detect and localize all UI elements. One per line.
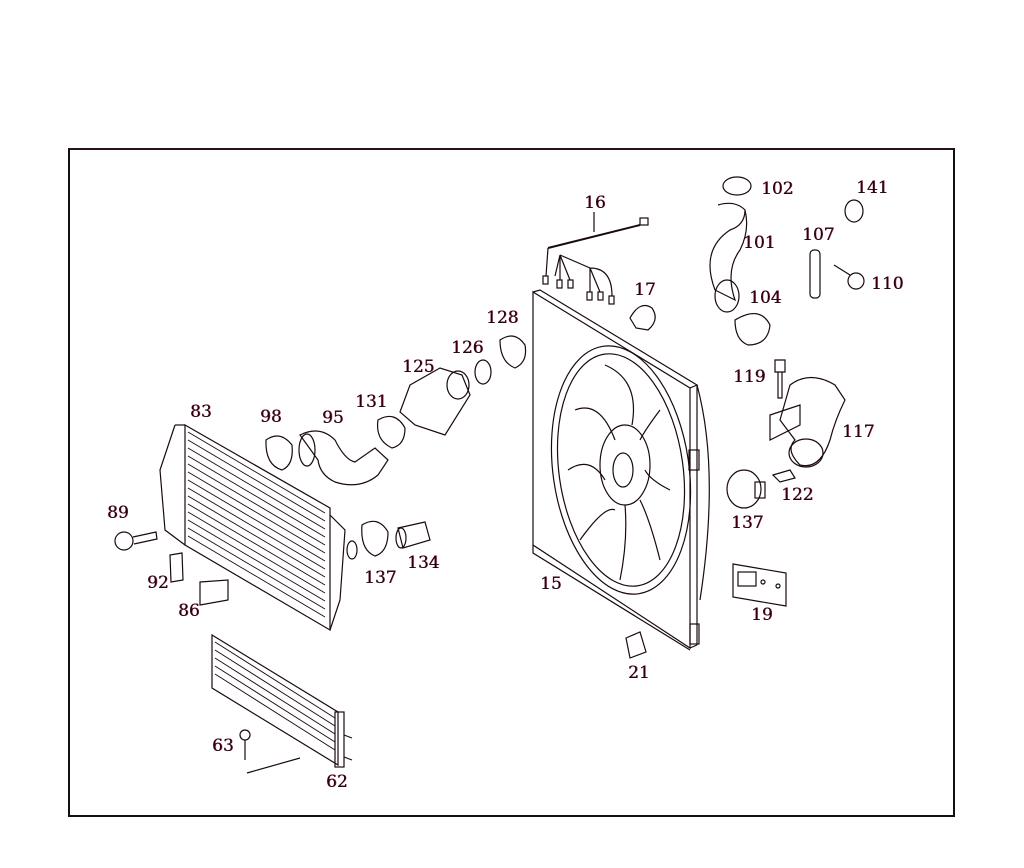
part-label-137-left[interactable]: 137 xyxy=(364,568,397,588)
hose-icon xyxy=(709,202,748,302)
part-label-104[interactable]: 104 xyxy=(749,288,782,308)
part-label-141[interactable]: 141 xyxy=(856,178,889,198)
part-label-21[interactable]: 21 xyxy=(628,663,650,683)
part-label-63[interactable]: 63 xyxy=(212,736,234,756)
part-label-131[interactable]: 131 xyxy=(355,392,388,412)
wiring-harness-icon xyxy=(542,212,649,305)
part-label-107[interactable]: 107 xyxy=(802,225,835,245)
part-label-86[interactable]: 86 xyxy=(178,601,200,621)
oil-cooler-icon xyxy=(211,633,353,768)
part-label-98[interactable]: 98 xyxy=(260,407,282,427)
part-label-117[interactable]: 117 xyxy=(842,422,875,442)
part-label-101[interactable]: 101 xyxy=(743,233,776,253)
part-label-119[interactable]: 119 xyxy=(733,367,766,387)
charge-hose-icon xyxy=(299,430,389,486)
part-label-110[interactable]: 110 xyxy=(871,274,904,294)
intercooler-icon xyxy=(159,423,358,632)
part-label-19[interactable]: 19 xyxy=(751,605,773,625)
part-label-17[interactable]: 17 xyxy=(634,280,656,300)
diagram-frame xyxy=(68,148,955,817)
part-label-125[interactable]: 125 xyxy=(402,357,435,377)
part-label-89[interactable]: 89 xyxy=(107,503,129,523)
part-label-126[interactable]: 126 xyxy=(451,338,484,358)
part-label-15[interactable]: 15 xyxy=(540,574,562,594)
fan-shroud-icon xyxy=(532,289,710,651)
part-label-122[interactable]: 122 xyxy=(781,485,814,505)
part-label-62[interactable]: 62 xyxy=(326,772,348,792)
part-label-16[interactable]: 16 xyxy=(584,193,606,213)
clamp-icon xyxy=(629,305,656,331)
part-label-137-right[interactable]: 137 xyxy=(731,513,764,533)
o-ring-icon xyxy=(722,176,752,196)
part-label-95[interactable]: 95 xyxy=(322,408,344,428)
part-label-102[interactable]: 102 xyxy=(761,179,794,199)
part-label-92[interactable]: 92 xyxy=(147,573,169,593)
part-label-83[interactable]: 83 xyxy=(190,402,212,422)
part-label-128[interactable]: 128 xyxy=(486,308,519,328)
part-label-134[interactable]: 134 xyxy=(407,553,440,573)
